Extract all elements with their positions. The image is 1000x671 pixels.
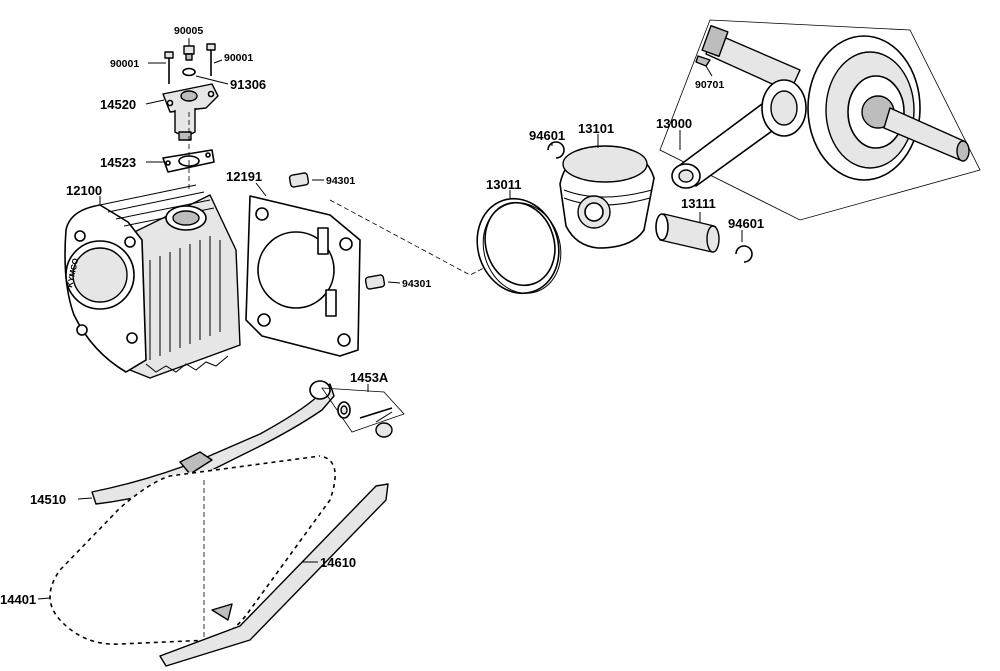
label-94301-upper: 94301 xyxy=(326,175,355,187)
piston-pin-13111 xyxy=(655,212,720,253)
label-13101: 13101 xyxy=(578,121,614,136)
dowel-pin-94301-upper xyxy=(288,172,324,188)
label-94601-left: 94601 xyxy=(529,128,565,143)
label-14520: 14520 xyxy=(100,97,136,112)
label-13011: 13011 xyxy=(486,177,521,192)
woodruff-key-90701 xyxy=(695,55,713,77)
label-12100: 12100 xyxy=(66,183,102,198)
label-14523: 14523 xyxy=(100,155,136,170)
piston-13101 xyxy=(559,134,655,249)
head-gasket-12191 xyxy=(245,182,361,357)
dowel-pin-94301-lower xyxy=(364,274,401,290)
chain-guide-14610 xyxy=(159,483,389,667)
circlip-94601-left xyxy=(547,141,565,159)
label-90701: 90701 xyxy=(695,79,724,91)
crankshaft-assembly-13000 xyxy=(659,19,981,221)
piston-ring-set-13011 xyxy=(476,190,562,295)
o-ring-91306 xyxy=(182,67,196,77)
label-91306: 91306 xyxy=(230,77,266,92)
pivot-bolt-set-1453A xyxy=(321,384,405,438)
bolt-90001-left xyxy=(164,51,174,84)
label-94601-right: 94601 xyxy=(728,216,764,231)
label-14510: 14510 xyxy=(30,492,66,507)
bolt-90001-right xyxy=(206,43,216,76)
tensioner-group xyxy=(145,38,229,190)
label-14610: 14610 xyxy=(320,555,356,570)
gasket-14523 xyxy=(162,149,215,173)
label-13111: 13111 xyxy=(681,196,716,211)
label-14401: 14401 xyxy=(0,592,36,607)
cam-chain-14401 xyxy=(37,454,337,646)
chain-tensioner-arm-14510 xyxy=(77,380,335,505)
cap-bolt-90005 xyxy=(183,45,195,61)
tensioner-body-14520 xyxy=(162,83,219,141)
label-90001-left: 90001 xyxy=(110,58,139,70)
cylinder-12100: KYMCO xyxy=(64,184,241,379)
label-13000: 13000 xyxy=(656,116,692,131)
label-12191: 12191 xyxy=(226,169,262,184)
circlip-94601-right xyxy=(735,230,753,263)
label-1453A: 1453A xyxy=(350,370,389,385)
label-90001-right: 90001 xyxy=(224,52,253,64)
label-90005: 90005 xyxy=(174,25,203,37)
label-94301-lower: 94301 xyxy=(402,278,431,290)
